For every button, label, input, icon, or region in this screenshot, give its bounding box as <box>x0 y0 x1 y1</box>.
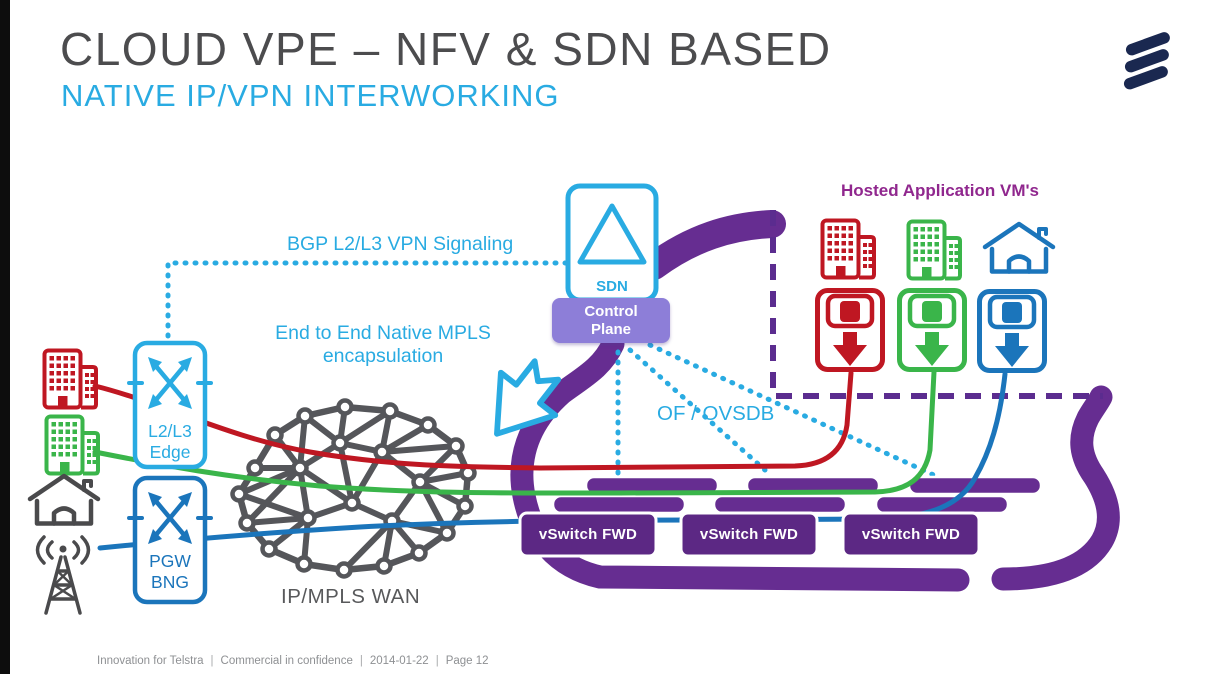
sdn-label: SDN <box>596 278 628 295</box>
of-ovsdb-label: OF / OVSDB <box>657 402 775 425</box>
l2l3-edge-router-icon <box>129 340 211 470</box>
slide-title: CLOUD VPE – NFV & SDN BASED <box>60 23 832 75</box>
server-stacks <box>551 475 1043 515</box>
vm-download-green-icon <box>900 291 965 370</box>
green-vpn-path <box>92 369 937 496</box>
vm-download-red-icon <box>818 291 883 370</box>
of-ovsdb-dotted-lines <box>615 342 941 480</box>
bgp-signaling-label: BGP L2/L3 VPN Signaling <box>287 233 514 255</box>
vm-download-blue-icon <box>980 292 1045 371</box>
home-gray-icon <box>30 476 98 524</box>
vswitch-fwd-label-2: vSwitch FWD <box>699 526 799 543</box>
l2l3-edge-label: L2/L3 Edge <box>148 421 192 462</box>
hosted-vms-label: Hosted Application VM's <box>841 181 1039 200</box>
sdn-boundary-dashed-line <box>770 210 1103 399</box>
vswitch-fwd-label-3: vSwitch FWD <box>861 526 961 543</box>
hosted-building-green-icon <box>906 219 962 281</box>
mpls-encapsulation-label: End to End Native MPLS encapsulation <box>275 322 491 367</box>
vswitch-boxes <box>518 511 981 558</box>
footer-brand: Innovation for Telstra <box>97 655 204 667</box>
slide-subtitle: NATIVE IP/VPN INTERWORKING <box>61 78 560 113</box>
nfvi-swoosh-shape <box>510 210 1120 592</box>
bgp-signaling-dotted-line <box>165 260 569 346</box>
pgw-bng-label: PGW BNG <box>149 551 191 592</box>
ericsson-logo <box>1123 32 1170 90</box>
wan-cloud-label: IP/MPLS WAN <box>281 585 421 608</box>
vswitch-fwd-label-1: vSwitch FWD <box>538 526 638 543</box>
footer-page-number: Page 12 <box>445 655 489 667</box>
flow-arrow-icon <box>494 358 562 437</box>
radio-tower-icon <box>35 535 91 615</box>
footer-confidentiality: Commercial in confidence <box>220 655 353 667</box>
hosted-home-blue-icon <box>985 224 1053 272</box>
control-plane-box: Control Plane <box>552 298 670 343</box>
left-edge-bar <box>0 0 10 674</box>
slide-footer: Innovation for Telstra|Commercial in con… <box>97 655 489 667</box>
office-building-red-icon <box>42 348 98 410</box>
pgw-bng-router-icon <box>129 475 211 605</box>
footer-date: 2014-01-22 <box>369 655 429 667</box>
office-building-green-icon <box>44 414 100 476</box>
hosted-building-red-icon <box>820 218 876 280</box>
